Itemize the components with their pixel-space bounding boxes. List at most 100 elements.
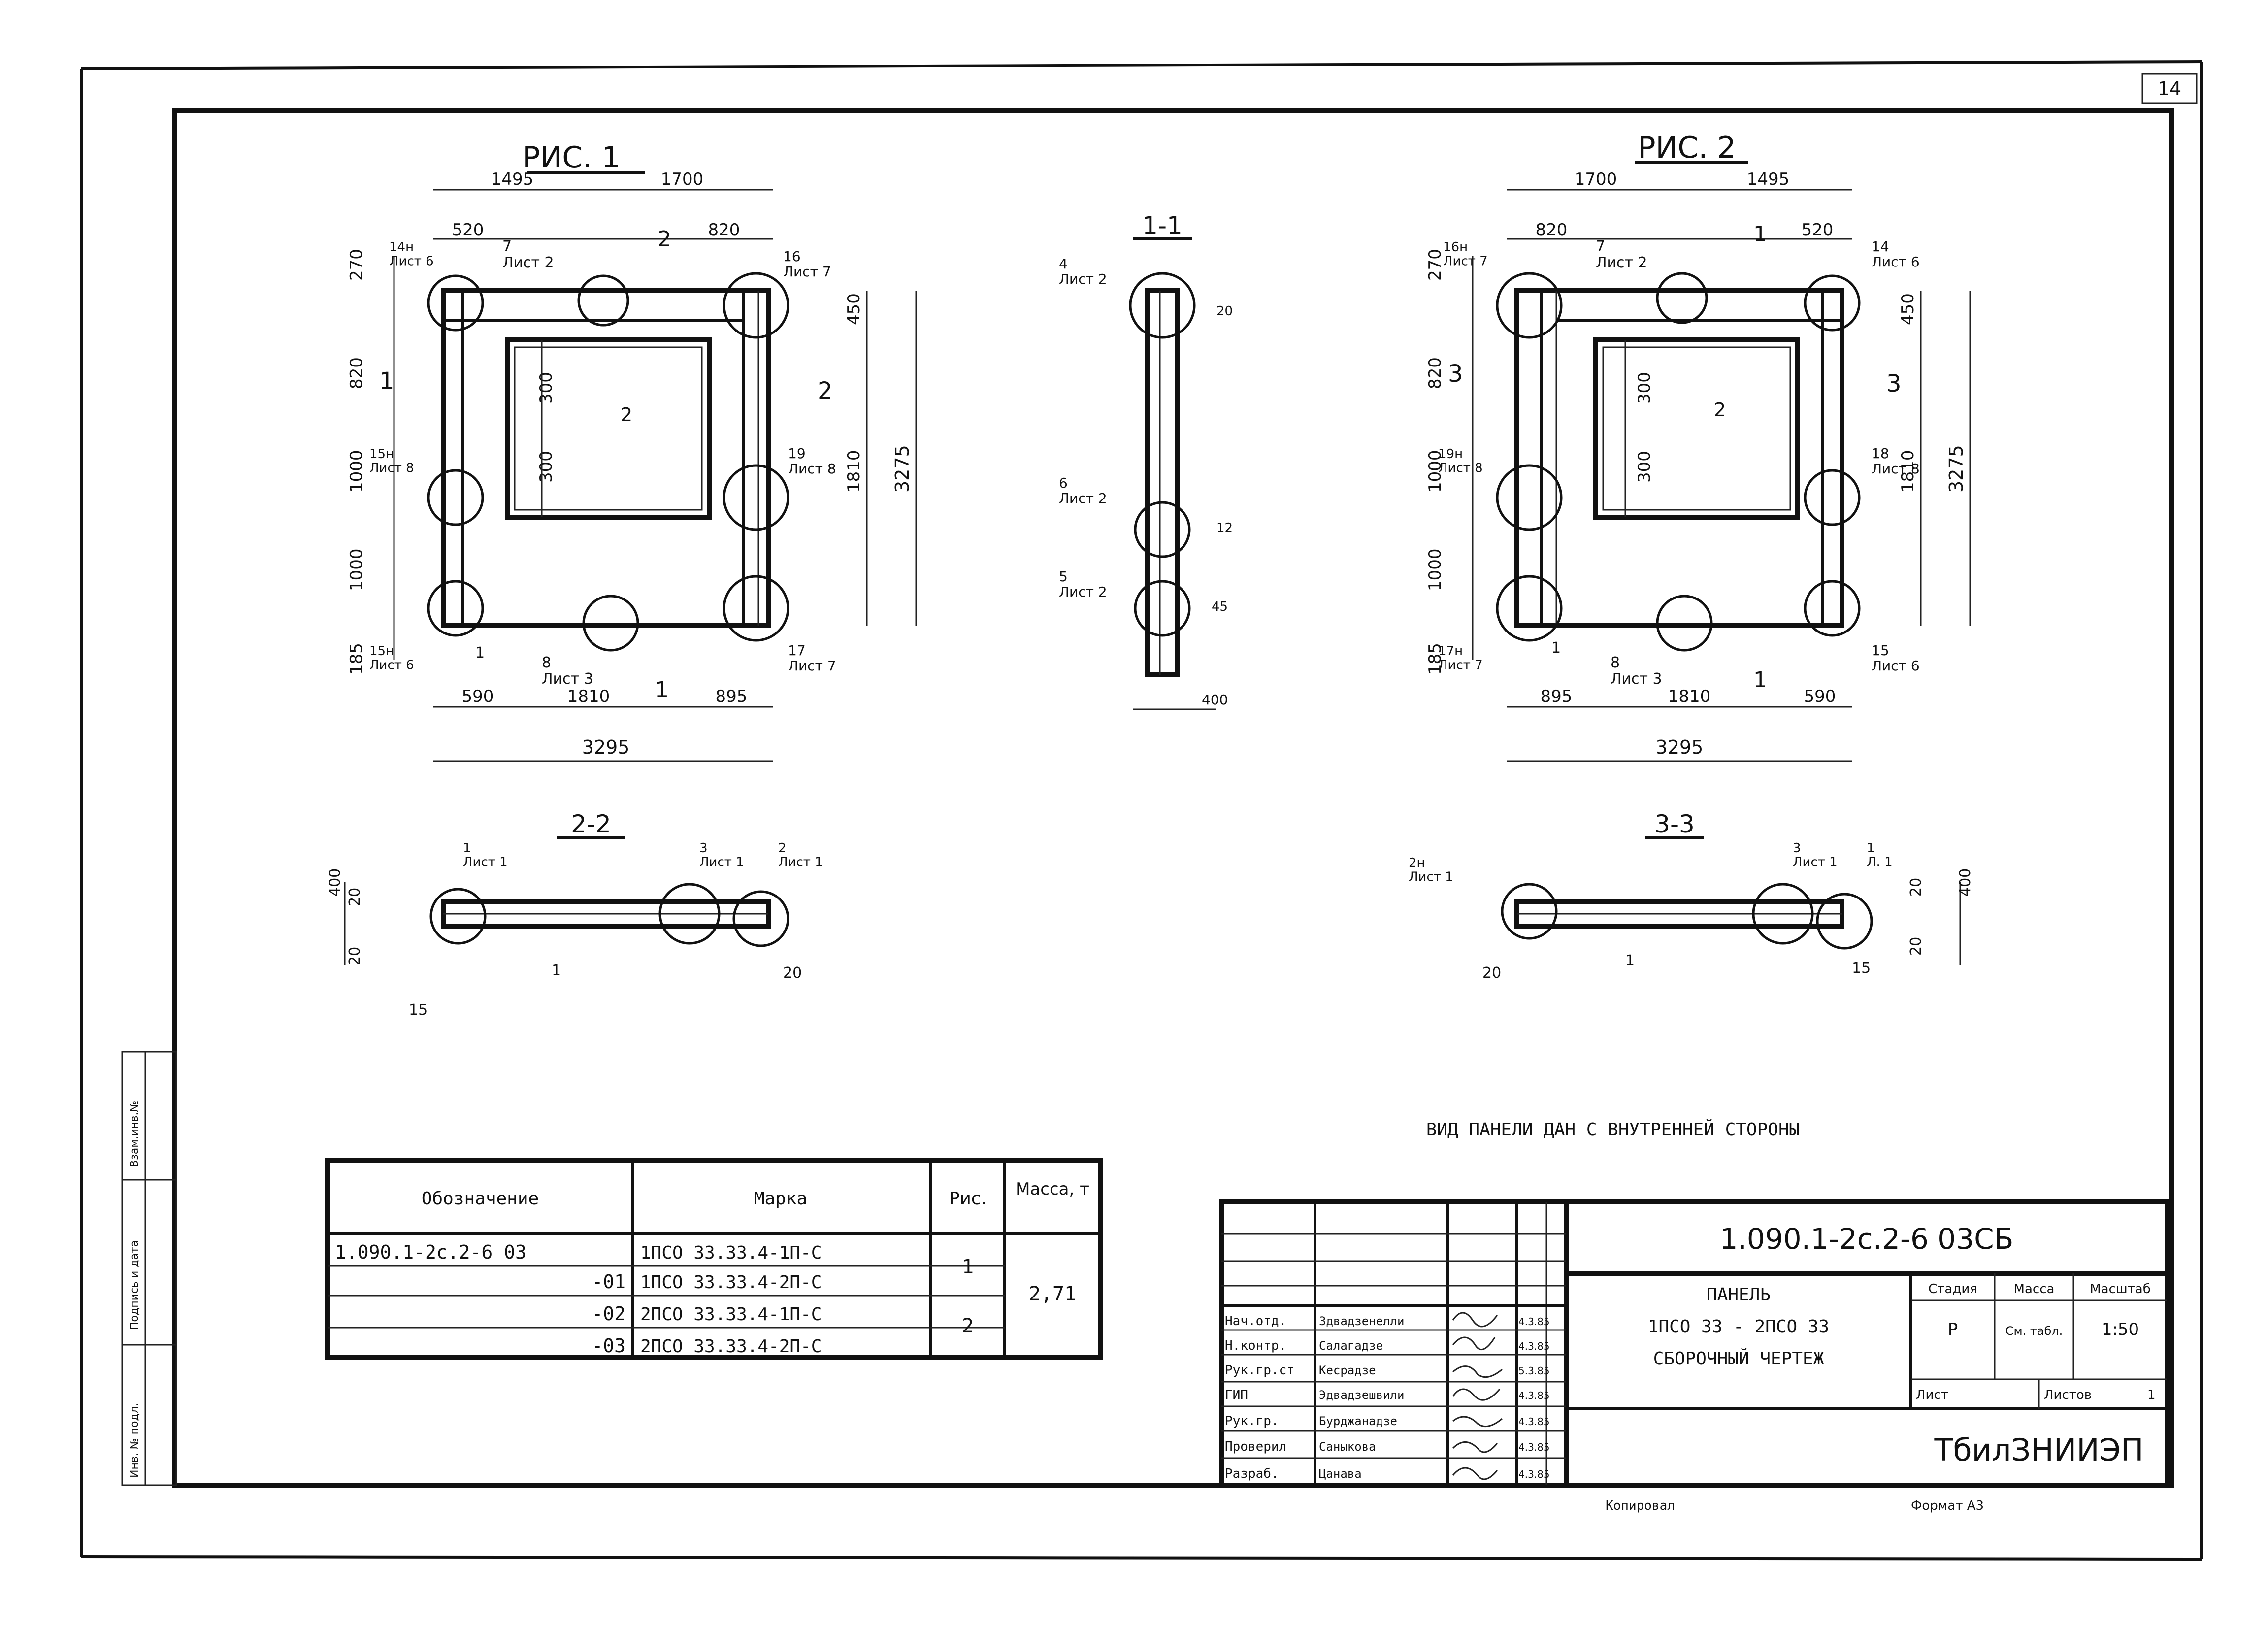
tb-sheets-h: Листов [2044,1388,2092,1402]
tb-role-2: Н.контр. [1225,1338,1286,1353]
sec11-dim-1: 400 [1202,692,1228,708]
fig2-opening-dim-2: 300 [1635,451,1654,483]
tb-date-7: 4.3.85 [1518,1468,1550,1480]
fig2-dim-height: 3275 [1945,445,1967,493]
fig2-cut-3b: 3 [1886,370,1902,398]
figure-2: РИС. 2 1700 1495 820 520 300 300 2 270 8… [1425,131,1971,762]
tb-date-2: 4.3.85 [1518,1340,1550,1352]
fig1-dim-820: 820 [708,220,740,240]
tb-role-7: Разраб. [1225,1466,1279,1481]
tb-name-line1: ПАНЕЛЬ [1707,1285,1771,1305]
sec22-dim-3: 20 [346,947,363,965]
fig2-dim-bot-1: 895 [1541,687,1573,706]
spec-r3-c3: 2 [962,1315,974,1337]
fig1-opening [505,337,712,520]
title-block: Нач.отд. Н.контр. Рук.гр.ст ГИП Рук.гр. … [1219,1199,2169,1513]
fig2-dim-left-5: 185 [1425,643,1445,675]
fig2-dim-left-3: 1000 [1425,450,1445,493]
tb-name-line3: СБОРОЧНЫЙ ЧЕРТЕЖ [1653,1348,1824,1369]
fig1-dim-520: 520 [452,220,484,240]
tb-scale-h: Масштаб [2090,1282,2151,1297]
side-stamp-2: Подпись и дата [129,1240,141,1330]
sec11-dim-3: 45 [1212,599,1228,614]
sec11-title: 1-1 [1142,211,1183,240]
sec33-title: 3-3 [1654,810,1695,838]
fig1-dim-bot-3: 895 [716,687,748,706]
sheet-number-box [2141,73,2198,104]
sec33-dim-5: 15 [1852,960,1871,977]
fig1-dim-right-1: 450 [844,293,864,325]
fig1-dim-bot-2: 1810 [567,687,610,706]
tb-date-6: 4.3.85 [1518,1441,1550,1453]
sec11-dim-4: 12 [1216,521,1233,535]
sec22-dim-5: 20 [783,964,802,982]
fig2-dim-left-4: 1000 [1425,548,1445,591]
fig1-dim-bot-1: 590 [462,687,494,706]
spec-h-4: Масса, т [1016,1179,1089,1199]
side-stamp: Взам.инв.№ Подпись и дата Инв. № подл. [121,1051,177,1486]
tb-date-1: 4.3.85 [1518,1316,1550,1328]
spec-r4-c2: 2ПСО 33.33.4-2П-С [640,1336,822,1357]
fig1-cut-1a: 2 [657,227,671,252]
tb-date-5: 4.3.85 [1518,1416,1550,1428]
tb-name-6: Саныкова [1319,1440,1376,1454]
tb-date-3: 5.3.85 [1518,1365,1550,1377]
fig2-dim-width: 3295 [1656,736,1704,758]
tb-copied: Копировал [1606,1498,1675,1513]
sec22-dim-2: 20 [346,888,363,906]
spec-r1-c3: 1 [962,1256,974,1278]
tb-format: Формат А3 [1911,1498,1984,1513]
tb-name-4: Эдвадзешвили [1319,1388,1404,1402]
fig1-dim-top-1: 1495 [491,169,534,189]
sec22-dim-4: 15 [409,1001,427,1019]
spec-r1-c2: 1ПСО 33.33.4-1П-С [640,1243,822,1263]
fig2-cut-1a: 1 [1753,222,1767,247]
inner-frame [172,108,2174,1488]
fig2-cut-3a: 3 [1448,360,1463,388]
spec-table: Обозначение Марка Рис. Масса, т 1.090.1-… [325,1158,1103,1360]
fig2-opening-dim-1: 300 [1635,372,1654,404]
sec33-dim-1: 400 [1957,868,1974,897]
tb-name-5: Бурджанадзе [1319,1414,1397,1428]
sec11-dim-2: 20 [1216,304,1233,319]
fig2-dim-left-2: 820 [1425,357,1445,389]
fig2-dim-top-2: 1495 [1747,169,1790,189]
spec-r4-c1: -03 [592,1335,625,1357]
fig1-dim-left-4: 1000 [347,548,366,591]
fig1-dim-left-1: 270 [347,249,366,281]
fig1-label-2: 2 [621,404,632,426]
fig1-opening-dim-2: 300 [536,451,556,483]
spec-h-3: Рис. [949,1189,986,1209]
fig2-dim-top-1: 1700 [1575,169,1617,189]
sec22-dim-1: 400 [327,868,344,897]
fig2-dim-bot-2: 1810 [1668,687,1711,706]
figure-1: РИС. 1 1495 1700 520 820 300 300 2 270 [347,140,917,762]
tb-name-3: Кесрадзе [1319,1363,1376,1377]
fig2-dim-right-1: 450 [1898,293,1918,325]
spec-r3-c1: -02 [592,1303,625,1325]
tb-scale: 1:50 [2102,1320,2139,1339]
fig1-title: РИС. 1 [522,140,620,175]
fig2-cut-1b: 1 [1753,667,1767,693]
tb-role-1: Нач.отд. [1225,1314,1286,1329]
fig1-dim-left-5: 185 [347,643,366,675]
